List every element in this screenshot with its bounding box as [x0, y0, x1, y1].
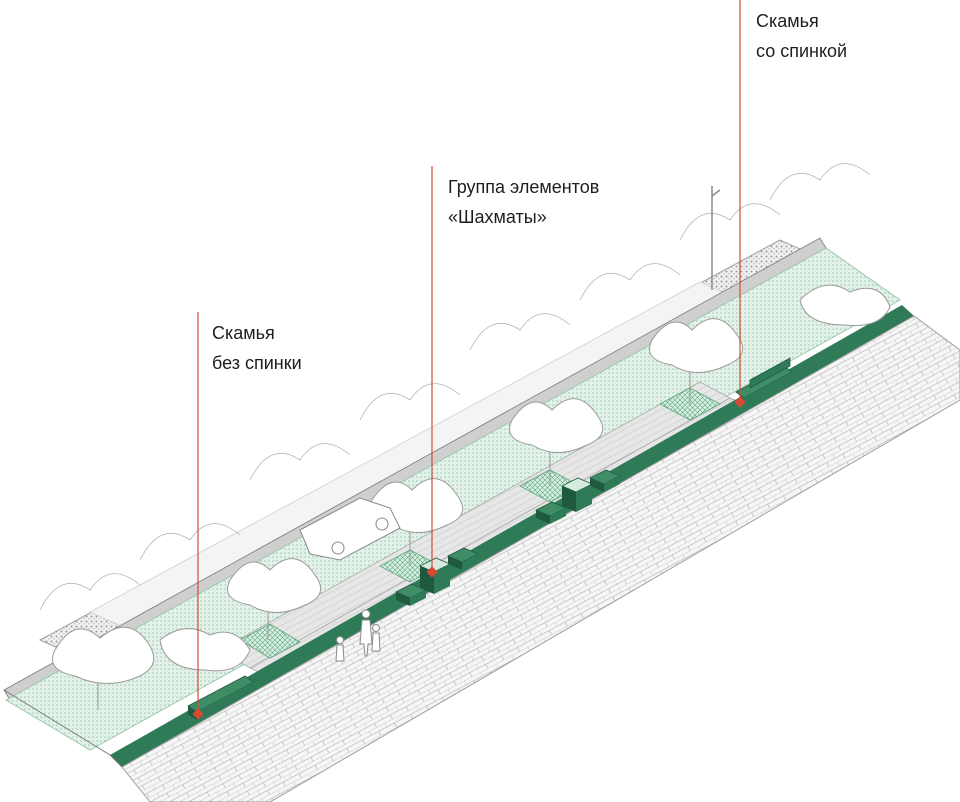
bench-with-back — [735, 357, 793, 406]
person-icon — [335, 609, 381, 662]
chess-group — [395, 469, 621, 606]
leader-dots — [192, 396, 746, 720]
tree-grate-1 — [239, 623, 301, 659]
callout-bench-with-back: Скамья со спинкой — [756, 6, 847, 66]
background-trees — [39, 163, 871, 611]
paving-sidewalk — [121, 315, 960, 802]
callout-line2: «Шахматы» — [448, 207, 547, 227]
front-edge — [3, 689, 123, 768]
callout-line2: со спинкой — [756, 41, 848, 61]
car-icon — [299, 497, 401, 561]
lamp-post-icon — [711, 186, 721, 290]
callout-line2: без спинки — [212, 353, 302, 373]
green-band — [110, 305, 914, 767]
callout-chess-group: Группа элементов «Шахматы» — [448, 172, 599, 232]
callout-line1: Скамья — [756, 11, 819, 31]
callout-bench-no-back: Скамья без спинки — [212, 318, 302, 378]
leader-lines — [197, 0, 741, 714]
callout-line1: Скамья — [212, 323, 275, 343]
callout-line1: Группа элементов — [448, 177, 600, 197]
tree-icon — [52, 284, 891, 710]
bench-icon — [187, 675, 255, 720]
